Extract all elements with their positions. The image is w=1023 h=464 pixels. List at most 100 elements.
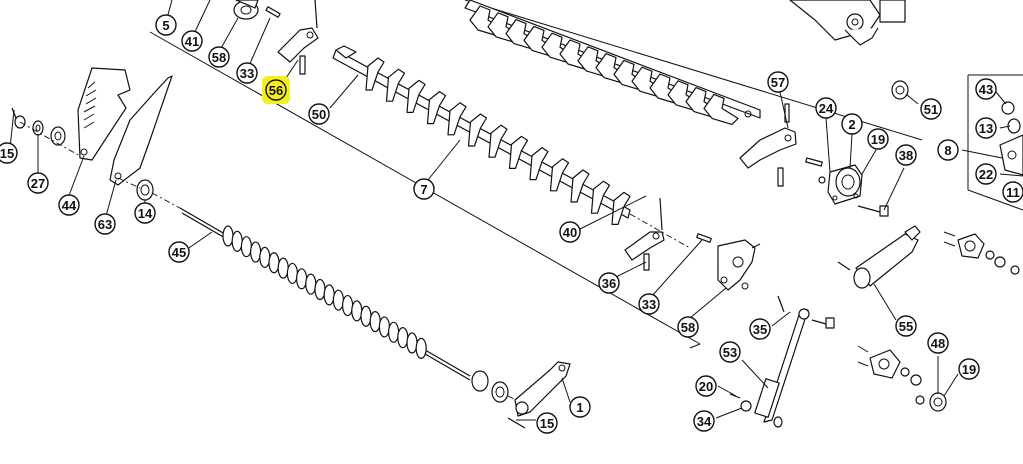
callout-circle (155, 14, 177, 36)
callout-circle (975, 163, 997, 185)
callout-14: 14 (134, 202, 156, 224)
spiral-disc (388, 321, 400, 343)
callout-label: 40 (563, 225, 577, 240)
spiral-disc (305, 273, 317, 295)
callout-20: 20 (695, 375, 717, 397)
callout-label: 41 (185, 34, 199, 49)
callout-circle (767, 71, 789, 93)
callout-34: 34 (693, 410, 715, 432)
side-plate-44 (77, 67, 131, 161)
spiral-disc (332, 289, 344, 311)
spiral-disc (314, 278, 326, 301)
spiral-disc (415, 337, 427, 359)
callout-label: 48 (931, 336, 945, 351)
spiral-disc (296, 268, 308, 290)
callout-13: 13 (975, 117, 997, 139)
callout-label: 44 (62, 198, 77, 213)
arm-56 (277, 0, 319, 75)
callout-label: 57 (771, 75, 785, 90)
tine (508, 135, 529, 169)
callout-label: 27 (31, 176, 45, 191)
callout-label: 43 (979, 82, 993, 97)
spiral-disc (231, 230, 243, 252)
callout-38: 38 (895, 144, 917, 166)
lower-spiral-roll (179, 207, 521, 403)
spiral-disc (250, 241, 262, 263)
callout-circle (208, 46, 230, 68)
spiral-disc (222, 225, 234, 247)
bracket-58-right (717, 239, 761, 291)
callout-33: 33 (236, 62, 258, 84)
spiral-disc (378, 316, 390, 338)
tine (488, 124, 508, 158)
tine (406, 79, 426, 113)
tine (590, 180, 611, 214)
washer-51 (891, 80, 909, 100)
callout-22: 22 (975, 163, 997, 185)
callout-label: 24 (819, 101, 834, 116)
spiral-disc (360, 305, 372, 327)
callout-label: 38 (899, 148, 913, 163)
link-53 (754, 295, 835, 428)
callout-label: 33 (240, 66, 254, 81)
callout-circle (536, 412, 558, 434)
callout-label: 55 (899, 319, 913, 334)
plate-assembly-lower (857, 345, 925, 405)
callout-circle (308, 103, 330, 125)
callout-circle (181, 30, 203, 52)
tine (549, 158, 570, 192)
spiral-disc (286, 262, 298, 285)
tine-shaft (332, 45, 691, 249)
callout-circle (749, 318, 771, 340)
pin-33-top (265, 6, 281, 18)
callout-2: 2 (841, 113, 863, 135)
callout-label: 63 (98, 217, 112, 232)
tine (385, 68, 406, 102)
callout-label: 58 (681, 320, 695, 335)
callout-circle (598, 272, 620, 294)
callout-57: 57 (767, 71, 789, 93)
callout-label: 13 (979, 121, 993, 136)
callout-41: 41 (181, 30, 203, 52)
crank-arm-1 (507, 361, 571, 429)
spiral-disc (268, 252, 280, 274)
upper-auger-roll (464, 0, 761, 125)
callout-11: 11 (1002, 181, 1023, 203)
callout-45: 45 (168, 241, 190, 263)
callout-5: 5 (155, 14, 177, 36)
tine (570, 169, 590, 203)
callout-circle (413, 178, 435, 200)
callout-label: 58 (212, 50, 226, 65)
callout-circle (895, 315, 917, 337)
plate-assembly-upper (943, 231, 1020, 275)
callout-label: 33 (642, 297, 656, 312)
callout-circle (937, 139, 959, 161)
callout-label: 36 (602, 276, 616, 291)
callout-circle (815, 97, 837, 119)
spiral-disc (406, 332, 418, 354)
callout-40: 40 (559, 221, 581, 243)
callout-circle (1002, 181, 1023, 203)
pin-33-right (696, 233, 712, 243)
callout-label: 15 (540, 416, 554, 431)
callout-circle (569, 396, 591, 418)
callout-58: 58 (208, 46, 230, 68)
callout-35: 35 (749, 318, 771, 340)
spiral-disc (369, 311, 381, 333)
callout-circle (134, 202, 156, 224)
callout-label: 2 (848, 117, 855, 132)
left-hardware (11, 107, 81, 157)
callout-1: 1 (569, 396, 591, 418)
auger-flight (703, 93, 739, 125)
callout-circle (719, 341, 741, 363)
callout-27: 27 (27, 172, 49, 194)
spiral-disc (351, 300, 363, 322)
callout-circle (920, 98, 942, 120)
callout-53: 53 (719, 341, 741, 363)
cylinder-55 (837, 225, 921, 289)
callout-24: 24 (815, 97, 837, 119)
callout-circle (895, 144, 917, 166)
callout-circle (638, 293, 660, 315)
callout-circle (841, 113, 863, 135)
callout-19: 19 (867, 128, 889, 150)
